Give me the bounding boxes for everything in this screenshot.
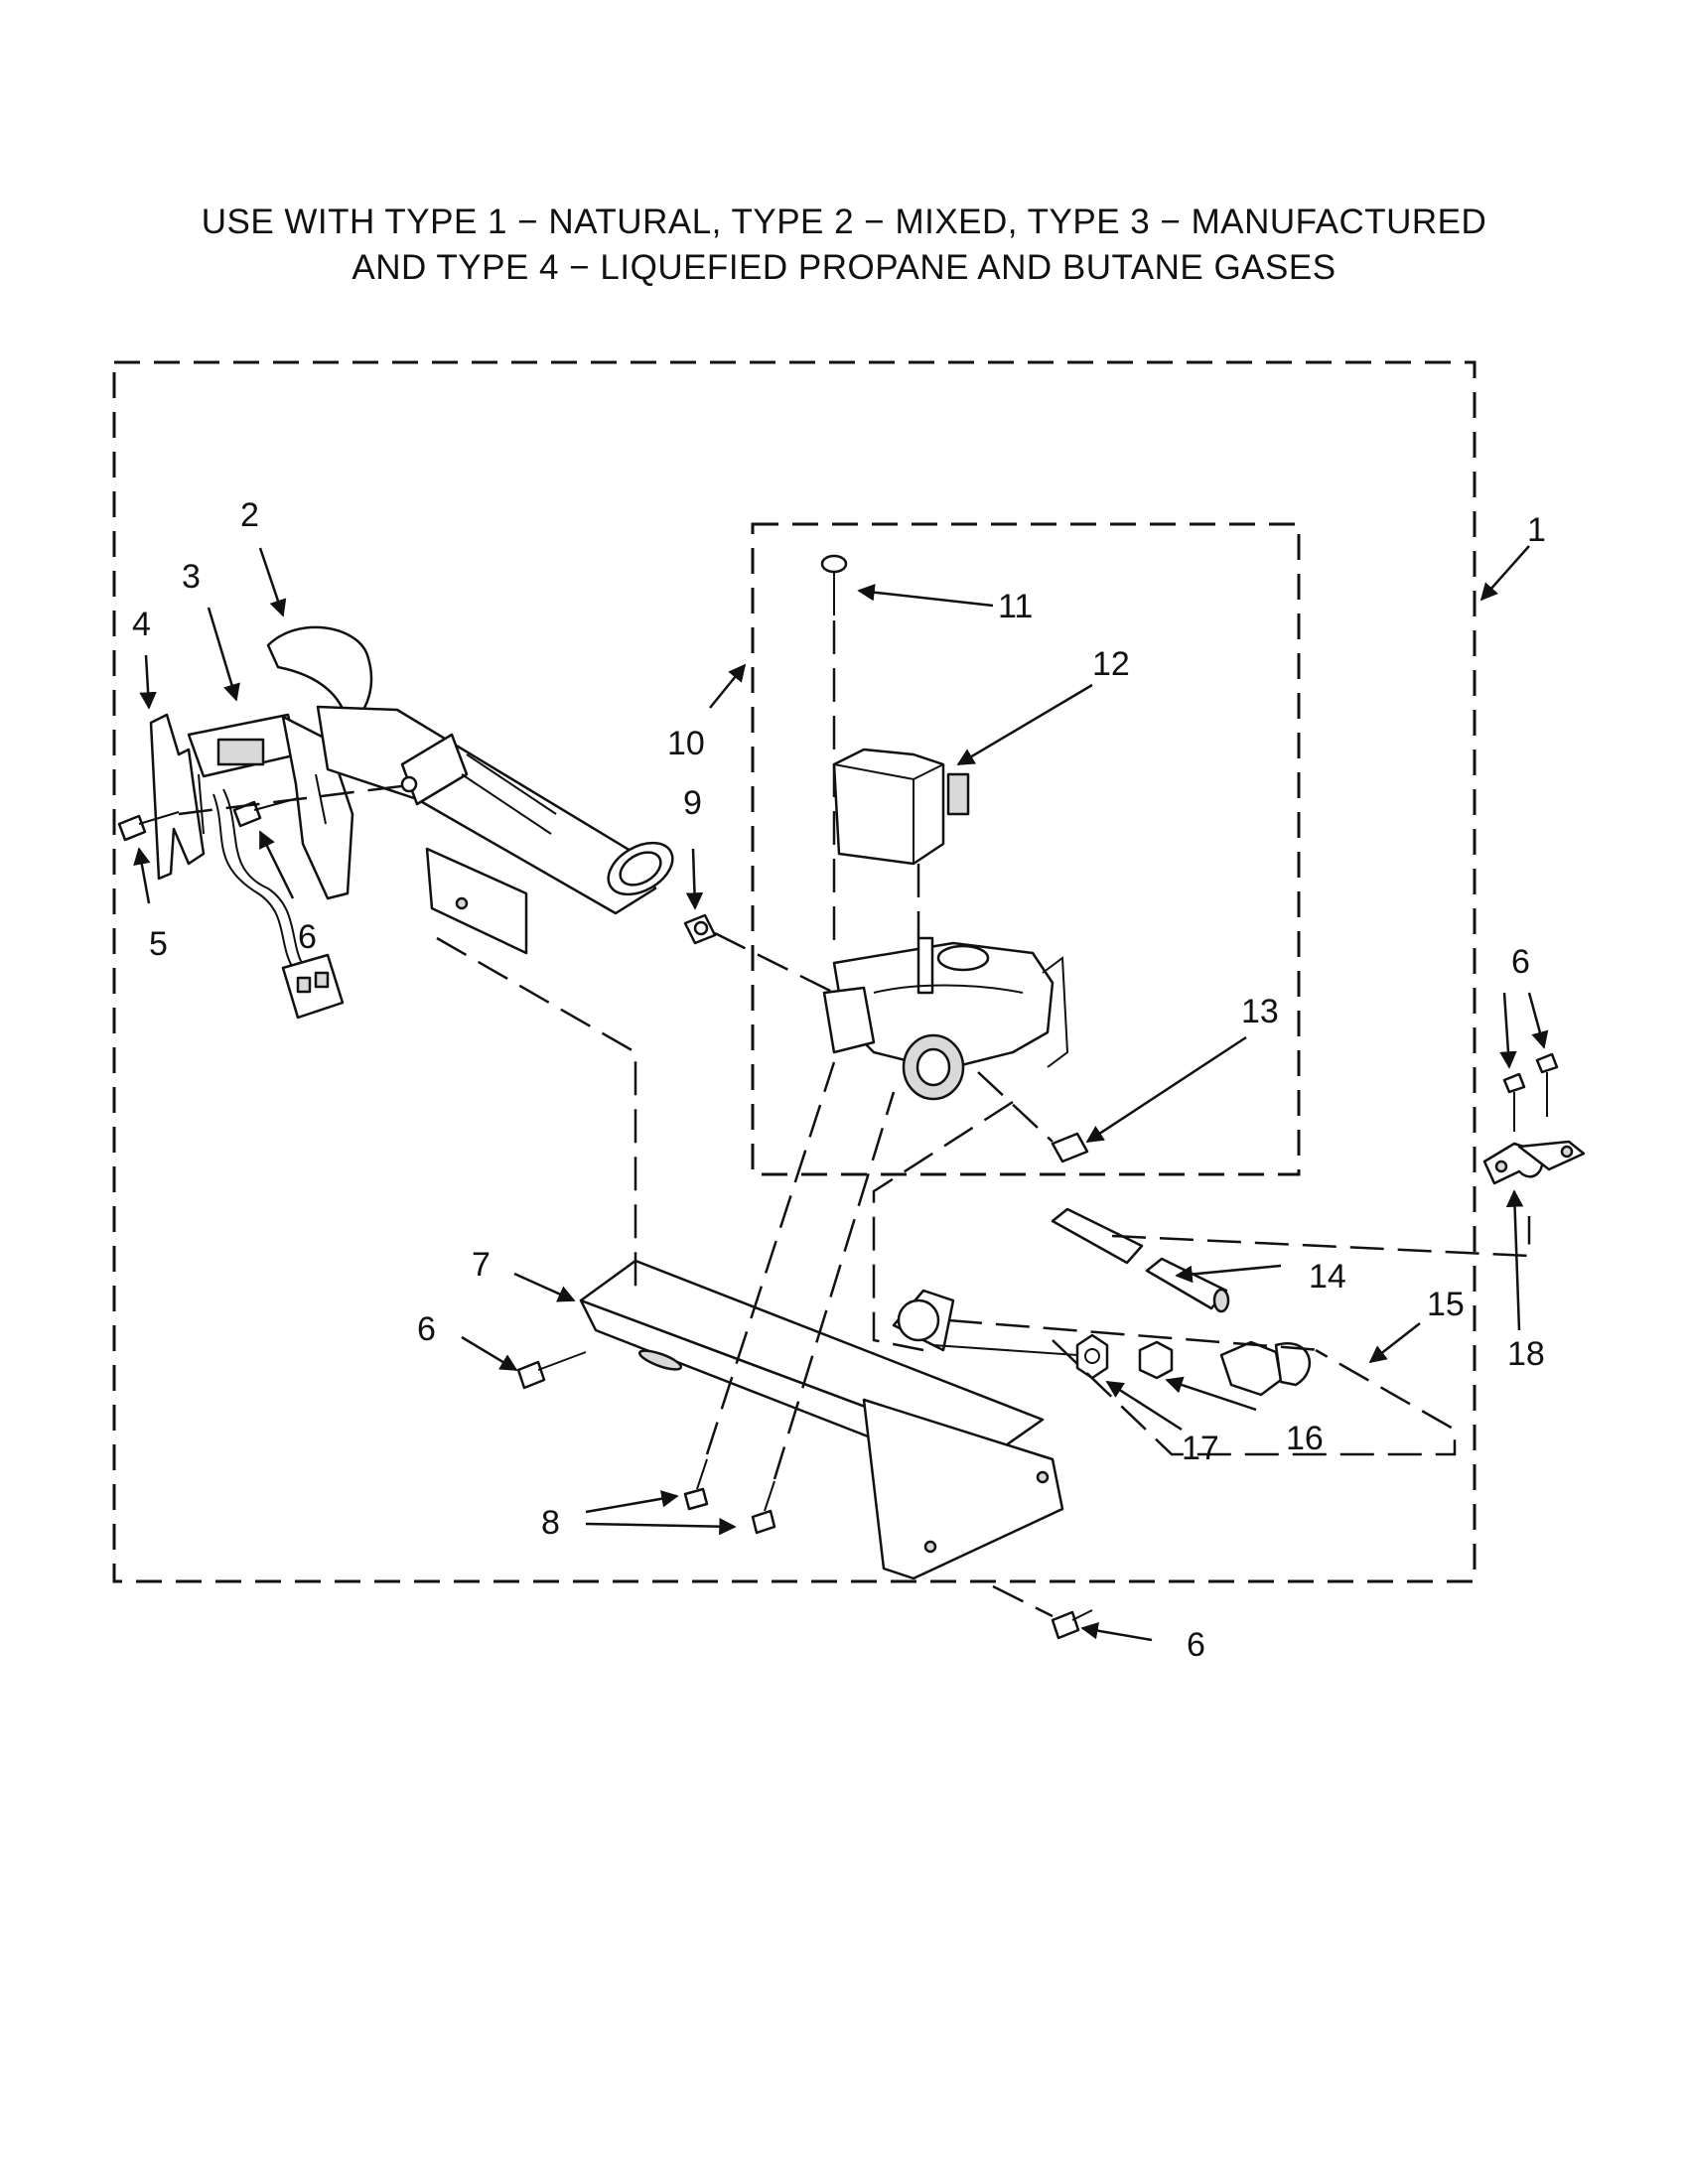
ignitor-wires	[212, 788, 345, 1020]
burner-shield-bracket	[425, 847, 528, 955]
pipe-adapter-14	[1145, 1257, 1230, 1313]
orifice-9	[683, 913, 717, 945]
alignment-line-shield	[436, 936, 637, 1291]
callout-16: 16	[1286, 1420, 1324, 1457]
pipe-plug-13	[1051, 1132, 1089, 1163]
alignment-line-fitting-3	[1052, 1339, 1457, 1456]
diagram-title-line-1: USE WITH TYPE 1 − NATURAL, TYPE 2 − MIXE…	[201, 203, 1487, 241]
callout-17: 17	[1182, 1430, 1219, 1467]
callout-18: 18	[1507, 1335, 1545, 1373]
alignment-line-orifice	[714, 931, 835, 995]
screw-6-bottom	[1051, 1609, 1093, 1640]
fitting-16	[1138, 1340, 1174, 1380]
callout-6-bracket: 6	[417, 1310, 436, 1348]
callout-7: 7	[472, 1246, 491, 1284]
pipe-clamp-18	[1482, 1140, 1586, 1185]
callout-3: 3	[182, 558, 201, 596]
gas-valve-body	[822, 936, 1069, 1101]
alignment-line-screw	[178, 782, 418, 816]
callout-13: 13	[1241, 993, 1279, 1030]
diagram-title-line-2: AND TYPE 4 − LIQUEFIED PROPANE AND BUTAN…	[352, 248, 1336, 287]
alignment-line-nipple-clamp	[1111, 1216, 1531, 1258]
callout-9: 9	[683, 784, 702, 822]
screw-6-left	[232, 797, 299, 828]
callout-6-left: 6	[298, 918, 317, 956]
alignment-line-screw-8a	[705, 1061, 836, 1455]
alignment-line-fitting-2	[947, 1318, 1322, 1352]
alignment-line-screw-6-bottom	[992, 1584, 1054, 1618]
callout-1: 1	[1527, 511, 1546, 549]
flare-fitting	[1219, 1340, 1312, 1397]
screw-11	[820, 554, 848, 615]
callout-14: 14	[1309, 1258, 1346, 1296]
screw-6-clamp-b	[1535, 1052, 1559, 1117]
alignment-line-screw-8b	[773, 1091, 896, 1480]
burner-mounting-bracket	[579, 1259, 1064, 1580]
alignment-line-plug	[977, 1071, 1054, 1143]
callout-6-bottom: 6	[1187, 1626, 1205, 1664]
callout-15: 15	[1427, 1286, 1465, 1323]
callout-10: 10	[667, 725, 705, 762]
screw-8-b	[751, 1480, 776, 1535]
wire-connector	[281, 953, 345, 1020]
callout-2: 2	[240, 496, 259, 534]
callout-12: 12	[1092, 645, 1130, 683]
burner-tube	[266, 625, 674, 915]
pipe-nipple	[1051, 1207, 1144, 1265]
screw-5	[117, 811, 180, 842]
nut-17	[1075, 1333, 1109, 1380]
gas-valve-assembly-outline	[751, 522, 1301, 1176]
callout-4: 4	[132, 606, 151, 643]
callout-8: 8	[541, 1504, 560, 1542]
burner-assembly-outline	[112, 360, 1477, 1583]
valve-coil	[832, 748, 970, 866]
screw-6-clamp-a	[1502, 1072, 1526, 1132]
screw-8-a	[683, 1458, 709, 1511]
callout-leaders	[133, 545, 1549, 1642]
callout-5: 5	[149, 925, 168, 963]
alignment-line-valve-bracket	[872, 1100, 1014, 1352]
callout-6-clamp: 6	[1511, 943, 1530, 981]
alignment-line-fitting	[932, 1344, 1078, 1356]
screw-6-bracket	[516, 1351, 587, 1390]
callout-11: 11	[998, 588, 1033, 625]
